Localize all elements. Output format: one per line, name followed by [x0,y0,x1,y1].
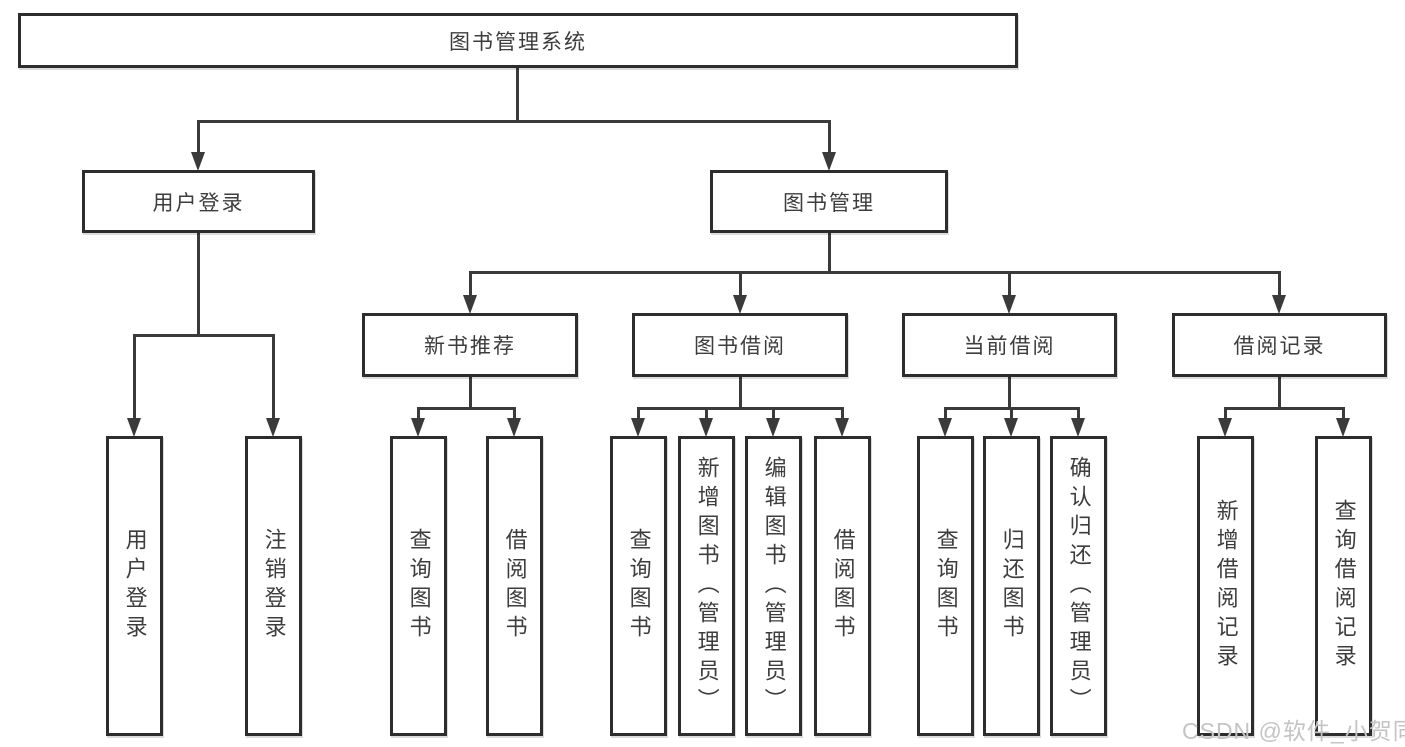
connector-book-management-stem [828,233,831,274]
leaf-borrowing-query: 查询图书 [610,436,667,736]
connector-level3-bar [469,271,1281,274]
arrow-down-icon [1002,295,1016,314]
leaf-borrowing-add-label: 新增图书（管理员） [694,455,720,717]
arrow-down-icon [1218,418,1232,437]
leaf-logout: 注销登录 [245,436,302,736]
node-current: 当前借阅 [902,313,1117,377]
node-new-books: 新书推荐 [362,313,578,377]
connector-to-records [1278,271,1281,297]
node-user-login-label: 用户登录 [152,191,245,215]
connector-records-bar [1224,407,1345,410]
arrow-down-icon [1272,295,1286,314]
leaf-borrowing-borrow-label: 借阅图书 [830,528,856,644]
arrow-down-icon [127,418,141,437]
connector-leaf [1224,407,1227,419]
arrow-down-icon [191,152,205,171]
connector-new-books-stem [469,377,472,409]
connector-current-stem [1008,377,1011,409]
connector-to-logout [272,334,275,419]
arrow-down-icon [463,295,477,314]
connector-level1-bar [197,120,830,123]
connector-leaf [705,407,708,419]
connector-borrowing-bar [637,407,844,410]
connector-leaf [772,407,775,419]
arrow-down-icon [835,418,849,437]
arrow-down-icon [733,295,747,314]
leaf-borrowing-edit: 编辑图书（管理员） [745,436,802,736]
connector-user-login-bar [133,334,275,337]
connector-leaf [944,407,947,419]
arrow-down-icon [699,418,713,437]
arrow-down-icon [507,418,521,437]
node-root: 图书管理系统 [18,13,1018,68]
connector-to-login [133,334,136,419]
leaf-current-confirm: 确认归还（管理员） [1050,436,1107,736]
connector-new-books-bar [417,407,516,410]
node-book-management-label: 图书管理 [783,191,875,215]
connector-leaf [1342,407,1345,419]
connector-leaf [1077,407,1080,419]
leaf-borrowing-borrow: 借阅图书 [814,436,871,736]
connector-to-user-login [197,120,200,153]
arrow-down-icon [411,418,425,437]
connector-leaf [513,407,516,419]
leaf-current-query: 查询图书 [917,436,974,736]
leaf-login-label: 用户登录 [122,528,148,644]
arrow-down-icon [266,418,280,437]
leaf-records-query: 查询借阅记录 [1315,436,1372,736]
leaf-records-query-label: 查询借阅记录 [1331,499,1357,673]
connector-records-stem [1278,377,1281,409]
connector-borrowing-stem [739,377,742,409]
leaf-records-add: 新增借阅记录 [1197,436,1254,736]
arrow-down-icon [766,418,780,437]
connector-leaf [417,407,420,419]
connector-root-stem [516,68,519,122]
arrow-down-icon [1071,418,1085,437]
leaf-newbooks-borrow-label: 借阅图书 [502,528,528,644]
arrow-down-icon [631,418,645,437]
arrow-down-icon [1004,418,1018,437]
arrow-down-icon [1336,418,1350,437]
connector-to-book-management [828,120,831,153]
leaf-borrowing-query-label: 查询图书 [626,528,652,644]
leaf-current-return: 归还图书 [983,436,1040,736]
connector-to-borrowing [739,271,742,297]
node-borrowing-label: 图书借阅 [694,335,786,358]
connector-leaf [841,407,844,419]
node-records: 借阅记录 [1172,313,1387,377]
node-new-books-label: 新书推荐 [424,335,516,358]
connector-to-current [1008,271,1011,297]
leaf-login: 用户登录 [106,436,163,736]
node-borrowing: 图书借阅 [632,313,848,377]
leaf-newbooks-query: 查询图书 [390,436,447,736]
node-current-label: 当前借阅 [963,335,1056,358]
leaf-borrowing-add: 新增图书（管理员） [678,436,735,736]
leaf-records-add-label: 新增借阅记录 [1213,499,1239,673]
node-user-login: 用户登录 [82,170,315,233]
node-records-label: 借阅记录 [1233,335,1326,358]
leaf-logout-label: 注销登录 [261,528,287,644]
watermark: CSDN @软件_小贺同学 [1182,718,1405,744]
leaf-current-query-label: 查询图书 [933,528,959,644]
node-root-label: 图书管理系统 [449,30,587,54]
arrow-down-icon [938,418,952,437]
leaf-borrowing-edit-label: 编辑图书（管理员） [761,455,787,717]
connector-to-new-books [469,271,472,297]
node-book-management: 图书管理 [710,170,948,233]
leaf-current-return-label: 归还图书 [999,528,1025,644]
connector-leaf [1010,407,1013,419]
leaf-newbooks-borrow: 借阅图书 [486,436,543,736]
arrow-down-icon [822,152,836,171]
leaf-newbooks-query-label: 查询图书 [406,528,432,644]
connector-user-login-stem [197,233,200,337]
connector-leaf [637,407,640,419]
leaf-current-confirm-label: 确认归还（管理员） [1066,455,1092,717]
